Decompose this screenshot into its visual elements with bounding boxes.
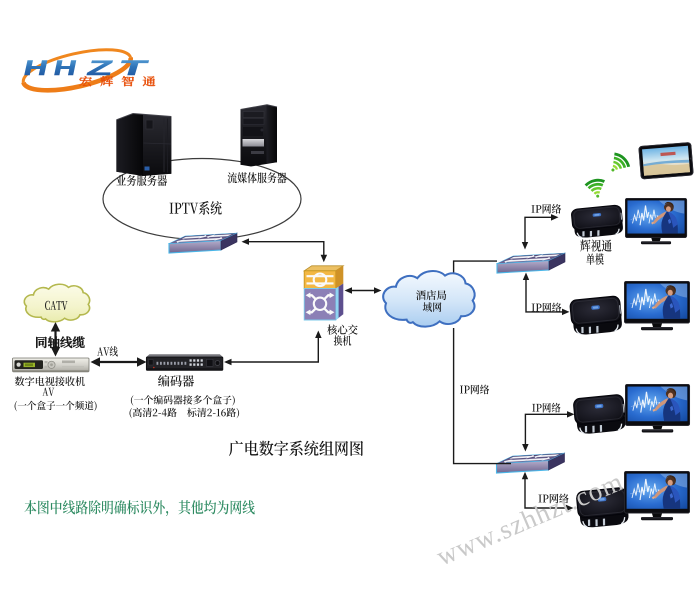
svg-text:H: H: [22, 56, 51, 80]
svg-text:H: H: [52, 56, 79, 80]
svg-text:T: T: [116, 56, 151, 79]
svg-text:Z: Z: [84, 56, 115, 79]
